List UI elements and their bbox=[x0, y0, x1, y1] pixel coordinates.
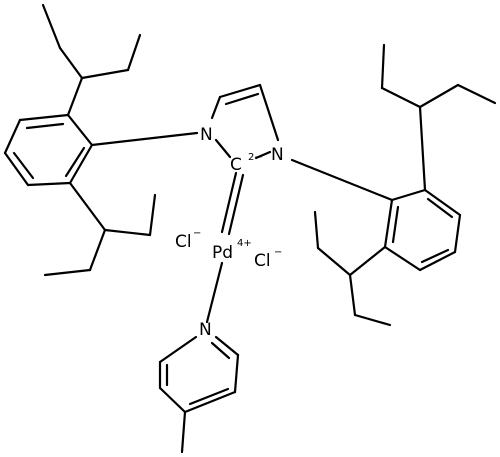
atom-pyridine-n-label: N bbox=[199, 320, 212, 340]
atom-n1-label: N bbox=[200, 125, 213, 145]
palladium-pyridine-bond bbox=[205, 261, 224, 324]
left-aryl-ring bbox=[3, 113, 94, 187]
atom-n2-label: N bbox=[271, 145, 284, 165]
imidazole-ring bbox=[210, 83, 280, 160]
pyridine-methyl-bond bbox=[180, 410, 187, 454]
right-aryl-ring bbox=[383, 188, 462, 272]
atom-cl-left-label: Cl bbox=[175, 232, 192, 252]
carbene-palladium-double-bond bbox=[220, 171, 245, 236]
n1-aryl-bond bbox=[90, 131, 199, 147]
left-top-pentyl-group bbox=[41, 3, 142, 117]
right-bottom-pentyl-group bbox=[313, 210, 392, 327]
atom-c2-label: C bbox=[230, 155, 242, 175]
atom-pd-label: Pd bbox=[212, 243, 233, 263]
atom-pd-charge: 4+ bbox=[237, 238, 252, 249]
atom-c2-charge: 2− bbox=[248, 152, 263, 163]
right-top-pentyl-group bbox=[380, 43, 497, 192]
atom-cl-right-charge: − bbox=[274, 247, 282, 258]
atom-cl-right-label: Cl bbox=[254, 251, 271, 271]
n2-aryl-bond bbox=[290, 158, 394, 202]
left-bottom-pentyl-group bbox=[43, 181, 157, 277]
pyridine-ring bbox=[158, 335, 240, 414]
atom-cl-left-charge: − bbox=[193, 228, 201, 239]
